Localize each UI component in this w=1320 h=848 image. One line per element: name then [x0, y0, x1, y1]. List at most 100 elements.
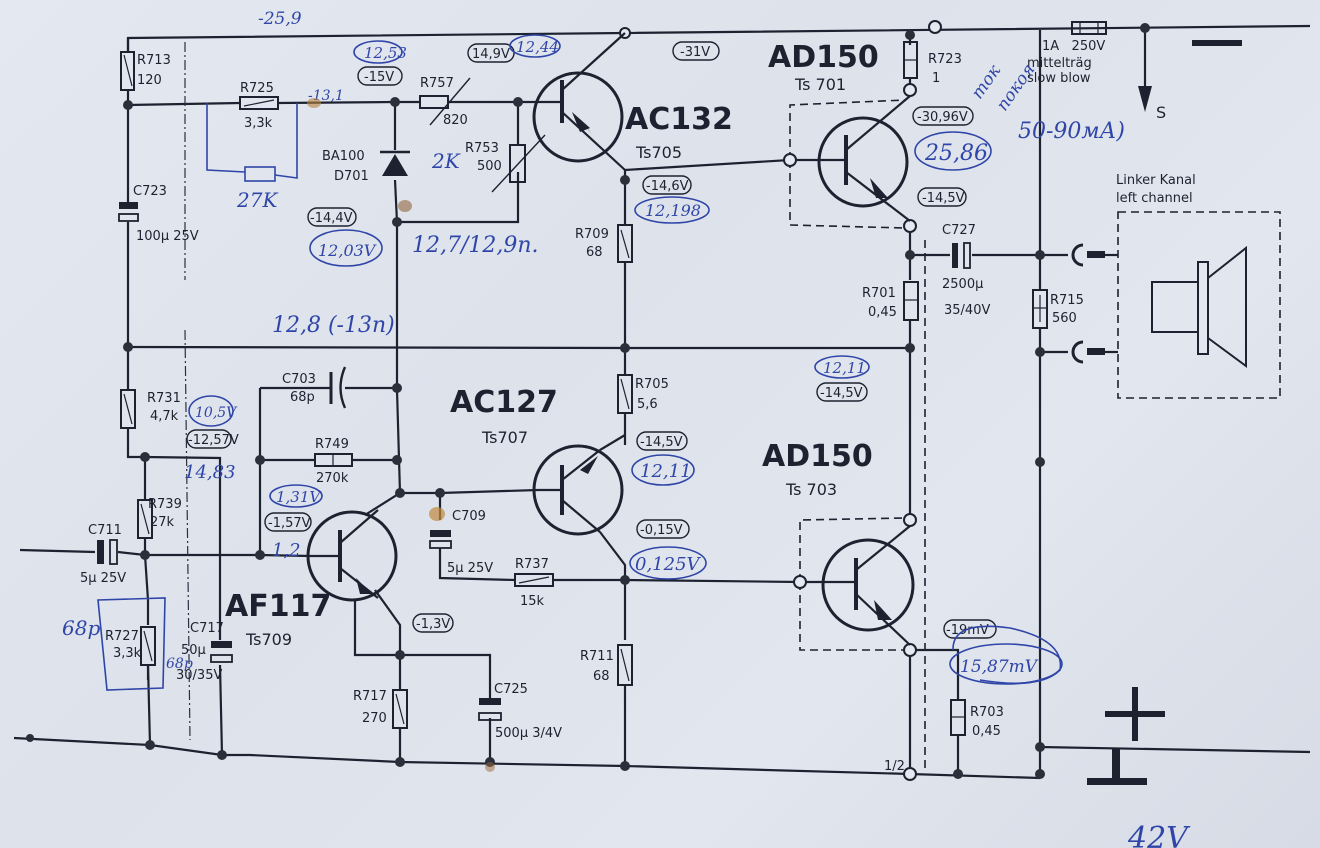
label-d701-ref: D701 — [334, 169, 369, 184]
svg-text:-14,4V: -14,4V — [310, 211, 353, 226]
hand-1211-b: 12,11 — [640, 461, 692, 482]
value-r749: 270k — [316, 471, 349, 486]
resistor-r709 — [617, 224, 633, 263]
value-r709: 68 — [586, 245, 603, 260]
value-r711: 68 — [593, 669, 610, 684]
hand-1483: 14,83 — [184, 462, 236, 483]
ref-ts703: Ts 703 — [785, 480, 837, 499]
dashed-outlines — [184, 42, 1281, 770]
value-r727: 3,3k — [113, 646, 142, 661]
svg-text:-12,57V: -12,57V — [188, 433, 239, 448]
svg-text:-30,96V: -30,96V — [917, 110, 968, 125]
value-c723: 100µ 25V — [136, 229, 199, 244]
label-r731: R731 — [147, 391, 181, 406]
tag-neg015v: -0,15V — [636, 519, 690, 539]
label-d701-type: BA100 — [322, 149, 365, 164]
ref-ts709: Ts709 — [245, 630, 292, 649]
resistor-symbols — [120, 21, 1107, 736]
hand-oval-0125 — [629, 546, 707, 580]
svg-text:-15V: -15V — [364, 70, 394, 85]
fuse-type-en: slow blow — [1027, 71, 1091, 86]
tag-neg157v: -1,57V — [264, 512, 312, 532]
capacitor-symbols — [97, 202, 971, 721]
resistor-r725 — [239, 96, 279, 110]
hand-pokoya: покоя — [993, 60, 1040, 115]
label-ac132: AC132 — [625, 102, 733, 137]
tag-neg31v: -31V — [672, 41, 720, 61]
speaker-icon — [1151, 245, 1247, 368]
svg-text:-14,5V: -14,5V — [922, 191, 965, 206]
component-labels: R713 120 R725 3,3k R757 820 R753 500 R72… — [80, 39, 1196, 774]
hand-2586: 25,86 — [924, 141, 988, 166]
capacitor-c711 — [97, 540, 104, 564]
tag-neg145v-top: -14,5V — [917, 187, 967, 207]
tag-149v: 14,9V — [467, 43, 515, 63]
plus-rail — [1039, 745, 1311, 754]
svg-text:-19mV: -19mV — [946, 623, 989, 638]
hand-1253: 12,53 — [364, 44, 407, 62]
fuse-rating: 1A 250V — [1042, 39, 1105, 54]
hand-131v: 1,31V — [276, 488, 322, 506]
label-r723: R723 — [928, 52, 962, 67]
label-r737: R737 — [515, 557, 549, 572]
switch-arrow-icon — [1138, 86, 1152, 112]
hand-128: 12,8 (-13п) — [272, 313, 395, 338]
output-jack-icons — [1071, 243, 1118, 364]
value-r705: 5,6 — [637, 397, 658, 412]
hand-12: 1,2 — [272, 540, 301, 561]
value-c717: 50µ — [181, 643, 206, 658]
value-r725: 3,3k — [244, 116, 273, 131]
label-r753: R753 — [465, 141, 499, 156]
transistor-af117 — [306, 509, 398, 602]
hand-105: 10,5V — [195, 405, 238, 421]
transistor-ac127 — [532, 444, 624, 536]
fuse — [1071, 21, 1107, 35]
capacitor-c723 — [119, 202, 138, 209]
transistor-ad150-top — [796, 95, 911, 222]
label-ad150-top: AD150 — [768, 40, 879, 75]
hand-1211-a: 12,11 — [823, 359, 866, 377]
bottom-ref-label: 1/2 — [884, 759, 905, 774]
hand-0125: 0,125V — [635, 554, 702, 575]
hand-42v: 42V — [1127, 821, 1191, 848]
hand-68p-a: 68p — [62, 616, 100, 640]
tag-neg145v-ac127: -14,5V — [636, 431, 688, 451]
svg-text:-1,3V: -1,3V — [416, 617, 450, 632]
label-c711: C711 — [88, 523, 122, 538]
ref-ts705: Ts705 — [635, 143, 682, 162]
ref-ts707: Ts707 — [481, 428, 528, 447]
hand-oval-1587 — [949, 643, 1063, 685]
value-c711: 5µ 25V — [80, 571, 126, 586]
label-c725: C725 — [494, 682, 528, 697]
svg-text:-14,6V: -14,6V — [646, 179, 689, 194]
speaker-box — [1117, 211, 1281, 399]
svg-text:-0,15V: -0,15V — [640, 523, 683, 538]
value-r737: 15k — [520, 594, 545, 609]
resistor-r711 — [617, 644, 633, 686]
label-ad150-bottom: AD150 — [762, 439, 873, 474]
hand-2k: 2K — [431, 149, 461, 173]
tag-neg146v: -14,6V — [642, 175, 692, 195]
hand-oval-1244 — [509, 34, 561, 58]
pen-parallel-wire — [206, 103, 298, 179]
svg-text:-14,5V: -14,5V — [820, 386, 863, 401]
svg-text:-31V: -31V — [680, 45, 710, 60]
label-c709: C709 — [452, 509, 486, 524]
capacitor-c725 — [479, 698, 501, 705]
value-r717: 270 — [362, 711, 387, 726]
value-r713: 120 — [137, 73, 162, 88]
fuse-type-de: mittelträg — [1027, 56, 1092, 71]
hand-259: -25,9 — [258, 9, 302, 29]
value-c709: 5µ 25V — [447, 561, 493, 576]
capacitor-c709 — [430, 530, 451, 537]
label-r701: R701 — [862, 286, 896, 301]
label-ac127: AC127 — [450, 385, 558, 420]
resistor-r753 — [509, 144, 526, 183]
label-r703: R703 — [970, 705, 1004, 720]
label-af117: AF117 — [225, 589, 331, 624]
label-c727: C727 — [942, 223, 976, 238]
hand-1587: 15,87mV — [960, 657, 1039, 677]
value-r753: 500 — [477, 159, 502, 174]
capacitor-c717 — [211, 641, 232, 648]
label-r713: R713 — [137, 53, 171, 68]
